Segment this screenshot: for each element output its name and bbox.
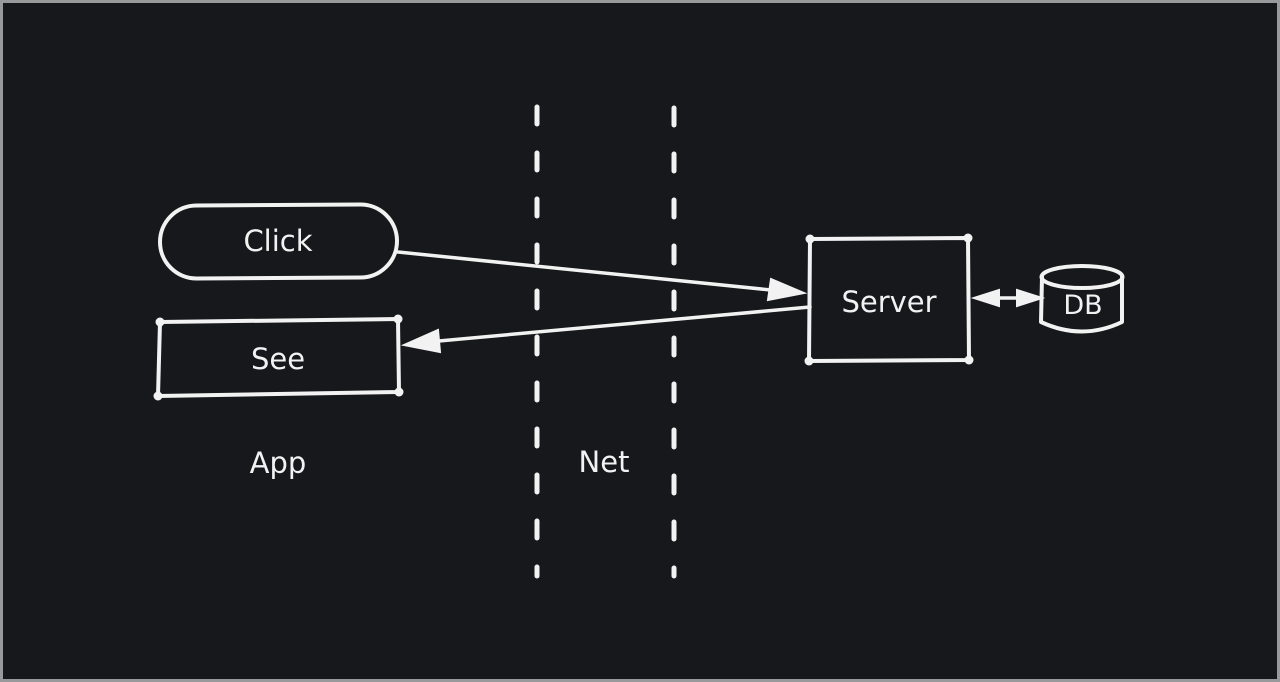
corner-handle[interactable] xyxy=(394,387,404,397)
arrowhead-left xyxy=(400,328,442,354)
corner-handle[interactable] xyxy=(805,234,815,244)
whiteboard-canvas[interactable]: Click See Server DB App Net xyxy=(3,3,1277,679)
zone-label-net: Net xyxy=(579,445,630,479)
node-click-label: Click xyxy=(243,224,312,258)
node-see-label: See xyxy=(251,342,305,376)
edge-server-to-db[interactable] xyxy=(970,288,1046,308)
corner-handle[interactable] xyxy=(804,356,814,366)
node-see[interactable]: See xyxy=(153,314,404,401)
arrowhead-right xyxy=(766,277,808,302)
corner-handle[interactable] xyxy=(964,355,974,365)
node-server-label: Server xyxy=(841,285,936,319)
node-click[interactable]: Click xyxy=(158,202,400,281)
corner-handle[interactable] xyxy=(153,391,163,401)
corner-handle[interactable] xyxy=(963,233,973,243)
corner-handle[interactable] xyxy=(393,314,403,324)
node-db[interactable]: DB xyxy=(1039,264,1125,334)
node-db-label: DB xyxy=(1063,290,1102,321)
edge-server-to-see[interactable] xyxy=(400,305,812,354)
node-server[interactable]: Server xyxy=(804,233,974,366)
corner-handle[interactable] xyxy=(155,317,165,327)
zone-label-app: App xyxy=(250,446,307,480)
edge-click-to-server[interactable] xyxy=(396,250,808,302)
arrowhead-left xyxy=(970,288,1000,308)
arrowhead-right xyxy=(1016,288,1046,308)
